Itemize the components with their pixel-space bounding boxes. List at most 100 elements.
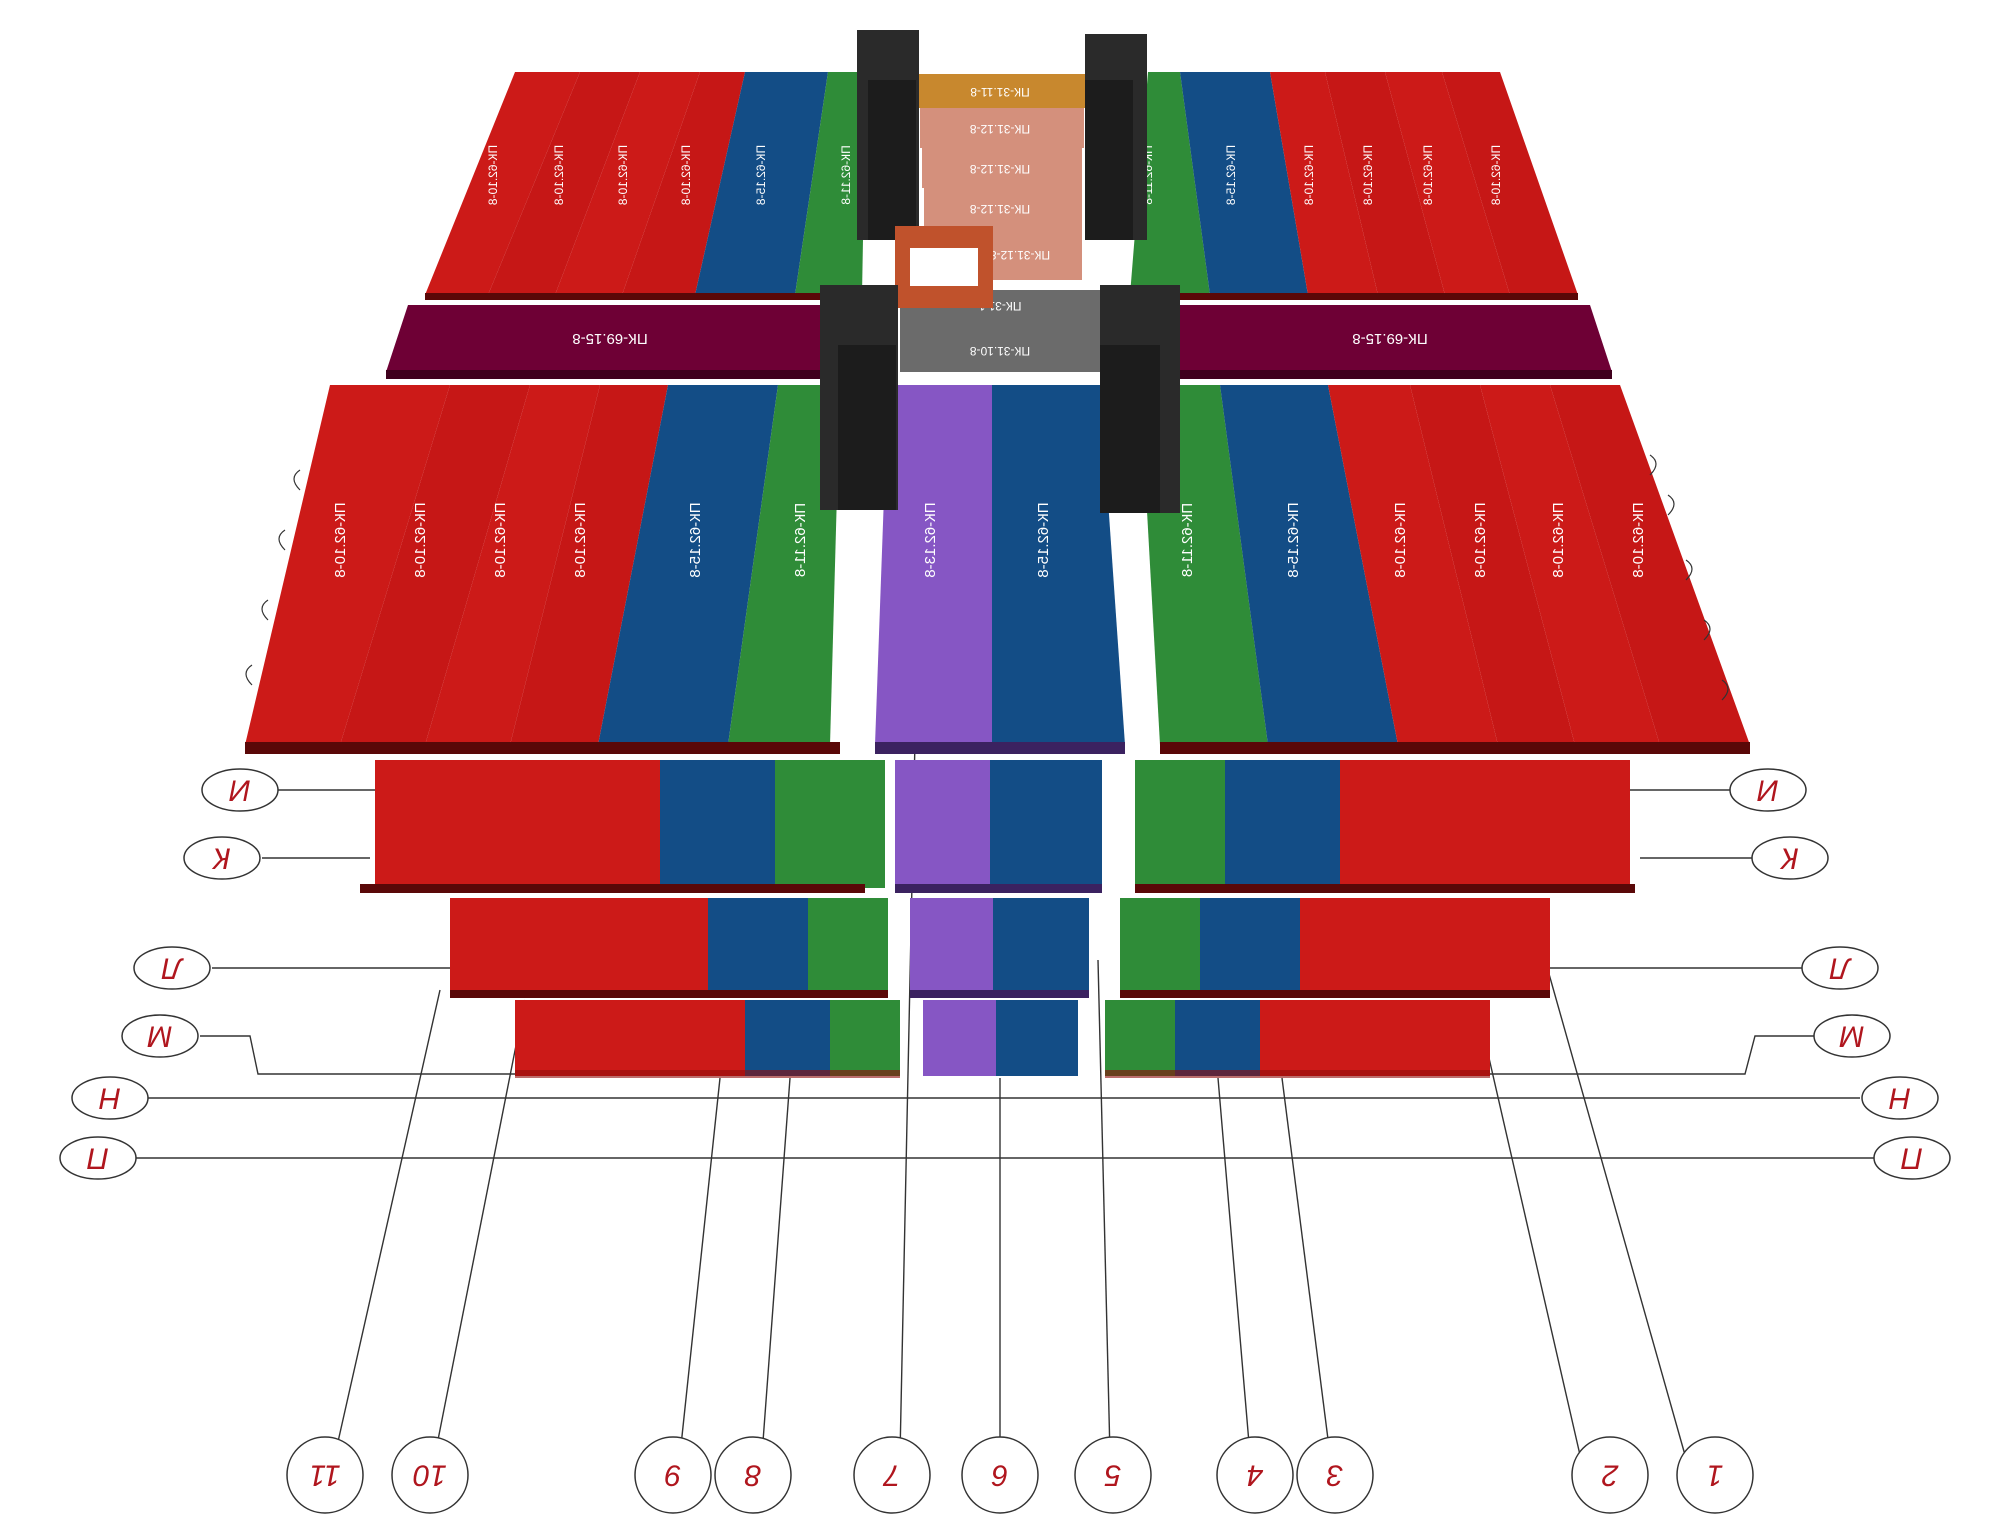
axis-bubble-outline <box>1801 946 1879 990</box>
axis-bubble-outline <box>634 1436 712 1514</box>
slab-label: ПК-31.11-8 <box>970 85 1030 99</box>
slab <box>660 760 775 888</box>
axis-bubble-outline <box>853 1436 931 1514</box>
row-axis-bubble-right: М <box>1813 1014 1891 1058</box>
slab-tier-1 <box>245 385 1750 754</box>
row-axis-bubble-left: Н <box>71 1076 149 1120</box>
slab <box>1300 898 1550 994</box>
slab-label: ПК-62.11-8 <box>792 503 809 577</box>
slab <box>990 760 1102 888</box>
axis-bubble-outline <box>71 1076 149 1120</box>
axis-bubble-outline <box>286 1436 364 1514</box>
slab-tier-4 <box>515 1000 1490 1078</box>
row-axis-bubble-right: П <box>1873 1136 1951 1180</box>
slab <box>1180 72 1308 295</box>
slab <box>425 385 600 745</box>
axis-bubble-label: 4 <box>1247 1459 1264 1492</box>
axis-bubble-label: 8 <box>744 1459 761 1492</box>
column-axis-bubble: 8 <box>714 1436 792 1514</box>
slab-salmon <box>920 108 1084 148</box>
slab-label: ПК-31.12-8 <box>990 248 1051 262</box>
slab-label: ПК-62.10-8 <box>1630 502 1647 577</box>
slab-label: ПК-62.10-8 <box>412 502 429 577</box>
axis-bubble-outline <box>1813 1014 1891 1058</box>
axis-bubble-label: И <box>1757 774 1779 807</box>
axis-bubble-label: 11 <box>309 1459 340 1492</box>
axis-bubble-label: 7 <box>882 1459 900 1492</box>
axis-bubble-label: К <box>1779 842 1799 875</box>
slab-label: ПК-62.15-8 <box>754 145 768 206</box>
axis-bubble-outline <box>1074 1436 1152 1514</box>
axis-bubble-outline <box>1729 768 1807 812</box>
slab-label: ПК-69.15-8 <box>572 330 647 347</box>
slab-label: ПК-62.10-8 <box>1550 502 1567 577</box>
axis-bubble-label: М <box>1840 1020 1865 1053</box>
slab <box>1200 898 1300 994</box>
slab-maroon-left <box>386 305 830 372</box>
slab <box>993 898 1089 994</box>
top-tier-labels: ПК-62.10-8 ПК-62.10-8 ПК-62.10-8 ПК-62.1… <box>486 145 1503 206</box>
slab-salmon <box>924 188 1082 228</box>
column-axis-bubble: 10 <box>391 1436 469 1514</box>
slab-label: ПК-62.11-8 <box>839 145 853 205</box>
slab <box>450 898 708 994</box>
slab-tier-2 <box>360 760 1635 893</box>
axis-bubble-label: 9 <box>664 1459 681 1492</box>
row-axis-bubble-left: П <box>59 1136 137 1180</box>
slab-salmon <box>922 148 1082 188</box>
axis-bubble-label: 3 <box>1326 1459 1343 1492</box>
axis-bubble-label: Л <box>161 952 184 985</box>
axis-bubble-label: Н <box>99 1082 121 1115</box>
slab <box>1105 1000 1175 1076</box>
axis-leader-lines <box>136 739 1875 1456</box>
slab-label: ПК-62.15-8 <box>687 502 704 577</box>
slab <box>708 898 808 994</box>
slab <box>1260 1000 1490 1076</box>
slab-label: ПК-62.10-8 <box>486 145 500 206</box>
slab <box>622 72 745 295</box>
row-axis-bubble-left: М <box>121 1014 199 1058</box>
axis-bubble-outline <box>1296 1436 1374 1514</box>
row-axis-bubble-right: Л <box>1801 946 1879 990</box>
slab <box>1340 760 1630 888</box>
axis-bubble-outline <box>714 1436 792 1514</box>
column-axis-bubble: 9 <box>634 1436 712 1514</box>
maroon-beam-row: ПК-69.15-8 ПК-69.15-8 ПК-31.1 ПК-31.10-8 <box>386 290 1612 379</box>
slab-label: ПК-62.15-8 <box>1035 502 1052 577</box>
slab <box>1442 72 1578 295</box>
axis-bubble-outline <box>1216 1436 1294 1514</box>
column-axis-bubble: 1 <box>1676 1436 1754 1514</box>
slab-maroon-right <box>1168 305 1612 372</box>
axis-bubble-outline <box>1751 836 1829 880</box>
axis-bubble-outline <box>133 946 211 990</box>
slab-orange <box>918 74 1086 108</box>
slab <box>555 72 700 295</box>
slab-label: ПК-62.10-8 <box>616 145 630 206</box>
axis-bubble-outline <box>1571 1436 1649 1514</box>
slab-label: ПК-62.10-8 <box>1392 502 1409 577</box>
slab <box>895 760 990 888</box>
axis-bubble-label: П <box>1901 1142 1923 1175</box>
slab-label: ПК-31.12-8 <box>970 122 1031 136</box>
column-axis-bubble: 5 <box>1074 1436 1152 1514</box>
slab <box>1175 1000 1260 1076</box>
axis-bubble-label: И <box>229 774 251 807</box>
axis-bubble-outline <box>1873 1136 1951 1180</box>
slab <box>1410 385 1575 745</box>
vent-blocks <box>820 30 1180 513</box>
slab-label: ПК-62.13-8 <box>922 502 939 577</box>
row-axis-bubble-right: И <box>1729 768 1807 812</box>
axis-bubble-label: Л <box>1829 952 1852 985</box>
axis-bubble-label: 1 <box>1707 1459 1724 1492</box>
slab <box>425 72 580 295</box>
axis-bubble-outline <box>59 1136 137 1180</box>
slab-label: ПК-62.10-8 <box>332 502 349 577</box>
slab <box>875 385 992 745</box>
slab <box>1270 72 1378 295</box>
axis-bubble-label: К <box>211 842 231 875</box>
axis-bubble-label: 6 <box>991 1459 1008 1492</box>
top-tier: ПК-31.11-8 ПК-31.12-8 ПК-31.12-8 ПК-31.1… <box>425 72 1578 300</box>
row-axis-bubble-left: К <box>183 836 261 880</box>
